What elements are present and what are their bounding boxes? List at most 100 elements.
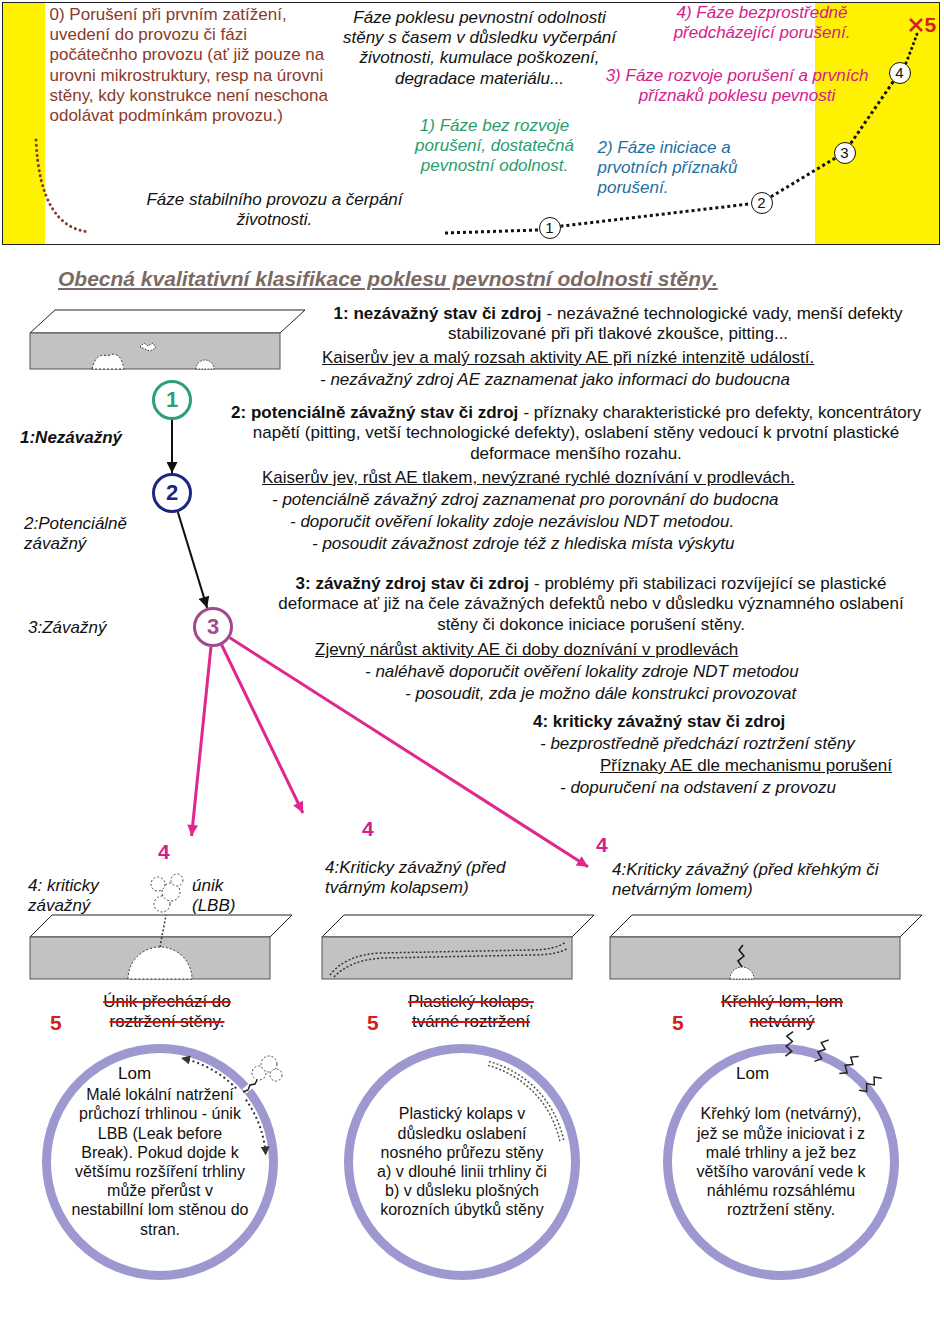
text-slot: Křehký lom (netvárný), jež se může inici… xyxy=(691,1104,871,1219)
connector xyxy=(192,647,211,836)
text-slot: 1 xyxy=(545,219,553,237)
description-text: Zjevný nárůst aktivity AE či doby doznív… xyxy=(315,640,738,659)
crossed-outcome: Křehký lom, lom netvárný xyxy=(712,992,852,1033)
node-text: 4: kriticky závažný xyxy=(28,876,140,917)
callout-number: 5 xyxy=(50,1011,62,1034)
wall-plate-brittle xyxy=(738,945,744,967)
phase-circle: 1 xyxy=(539,217,561,239)
wall-plate-leak xyxy=(160,915,166,947)
description-text: 3: závažný zdroj stav či zdroj- problémy… xyxy=(258,574,924,635)
circle-number: 2 xyxy=(166,480,178,506)
class-heading: 3: závažný zdroj stav či zdroj xyxy=(296,574,529,593)
node-text: 4:Kriticky závažný (před křehkým či netv… xyxy=(612,860,930,901)
phase-band xyxy=(2,2,45,245)
node-text: 4 xyxy=(362,816,382,841)
phase-circle: 4 xyxy=(889,62,911,84)
wall-plate-leak xyxy=(171,874,183,886)
text-slot: 4) Fáze bezprostředně předcházející poru… xyxy=(655,3,870,44)
ring-text: Křehký lom (netvárný), jež se může inici… xyxy=(691,1104,871,1219)
ring-text: Malé lokální natržení průchozí trhlinou … xyxy=(70,1085,250,1239)
text-slot: 4 xyxy=(895,64,903,82)
description-text: Příznaky AE dle mechanismu porušení xyxy=(600,756,892,775)
description-text: - potenciálně závažný zdroj zaznamenat p… xyxy=(272,490,779,509)
description-text: - potenciálně závažný zdroj zaznamenat p… xyxy=(272,490,922,510)
description-text: Kaiserův jev a malý rozsah aktivity AE p… xyxy=(322,348,814,367)
leak-crack xyxy=(182,1058,236,1088)
text-slot: 4 xyxy=(158,839,178,864)
node-text: 4:Kriticky závažný (před tvárným kolapse… xyxy=(325,858,540,899)
description-text: - dopuručení na odstavení z provozu xyxy=(560,778,836,797)
text-slot: Malé lokální natržení průchozí trhlinou … xyxy=(70,1085,250,1239)
collapse-crack xyxy=(488,1065,560,1141)
description-text: - doporučit ověření lokality zdoje nezáv… xyxy=(290,512,924,532)
description-text: - posoudit, zda je možno dále konstrukci… xyxy=(405,684,796,703)
connector xyxy=(178,512,207,608)
connector xyxy=(171,420,173,473)
description-text: - bezprostředně předchází roztržení stěn… xyxy=(540,734,925,754)
failure-cross xyxy=(910,19,922,31)
failure-mode: 4 4:Kriticky závažný (před tvárným kolaps… xyxy=(300,813,600,985)
text-slot: 2 xyxy=(757,194,765,212)
ring-outline xyxy=(663,1044,899,1280)
title: Obecná kvalitativní klasifikace poklesu … xyxy=(58,267,718,290)
text-slot: 3 xyxy=(840,144,848,162)
description-text: - posoudit, zda je možno dále konstrukci… xyxy=(405,684,925,704)
class-circle: 2 xyxy=(152,473,192,513)
node-text: 4) Fáze bezprostředně předcházející poru… xyxy=(655,3,870,44)
failure-ring: Plastický kolaps v důsledku oslabení nos… xyxy=(344,1044,580,1280)
callout-number: 5 xyxy=(50,1010,70,1035)
callout-number: 5 xyxy=(367,1011,379,1034)
wall-plate-leak xyxy=(30,915,292,937)
node-text: 4 xyxy=(158,839,178,864)
crossed-outcome: Únik přechází do roztržení stěny. xyxy=(103,992,231,1031)
class-label: 1:Nezávažný xyxy=(20,428,122,447)
class-heading: 2: potenciálně závažný stav či zdroj xyxy=(231,403,518,422)
description-text: Zjevný nárůst aktivity AE či doby doznív… xyxy=(315,640,925,660)
wall-ring xyxy=(349,1049,576,1276)
wall-plate-collapse xyxy=(322,915,594,979)
description-text: 4: kriticky závažný stav či zdroj xyxy=(533,712,785,731)
phase-circle: 2 xyxy=(751,192,773,214)
wall-plate-brittle xyxy=(610,915,922,937)
callout-number: 5 xyxy=(672,1011,684,1034)
leak-crack xyxy=(244,1081,256,1091)
wall-plate-collapse xyxy=(322,915,594,937)
ring-outline xyxy=(344,1044,580,1280)
wall-plate xyxy=(30,333,280,369)
node-text: 1) Fáze bez rozvoje porušení, dostatečná… xyxy=(390,116,600,177)
class-label: 1:Nezávažný xyxy=(20,428,160,448)
node-text: 4 xyxy=(596,832,616,857)
description-text: 1: nezávažný stav či zdroj- nezávažné te… xyxy=(312,304,924,345)
leak-crack xyxy=(246,1100,266,1155)
text-slot: 3 xyxy=(207,614,219,640)
description-text: - nezávažný zdroj AE zaznamenat jako inf… xyxy=(320,370,790,389)
connector xyxy=(771,158,835,197)
brittle-crack xyxy=(785,1032,793,1057)
crossed-outcome: Únik přechází do roztržení stěny. xyxy=(92,992,242,1033)
text-slot: 2) Fáze iniciace a prvotních příznaků po… xyxy=(598,138,763,199)
fracture-label: Lom xyxy=(118,1064,151,1083)
ring-outline xyxy=(42,1044,278,1280)
class-label: 3:Závažný xyxy=(28,618,106,637)
wall-ring xyxy=(47,1049,274,1276)
description-text: Kaiserův jev a malý rozsah aktivity AE p… xyxy=(322,348,922,368)
connector xyxy=(222,645,303,813)
failure-ring: Malé lokální natržení průchozí trhlinou … xyxy=(42,1044,278,1280)
circle-number: 1 xyxy=(545,219,553,237)
text-slot: 4:Kriticky závažný (před tvárným kolapse… xyxy=(325,858,540,899)
class-label: 3:Závažný xyxy=(28,618,138,638)
circle-number: 3 xyxy=(840,144,848,162)
circle-number: 2 xyxy=(757,194,765,212)
collapse-crack xyxy=(489,1062,564,1141)
failure-mode: 4 4:Kriticky závažný (před křehkým či net… xyxy=(588,828,933,985)
circle-number: 3 xyxy=(207,614,219,640)
wall-plate-brittle xyxy=(730,967,754,979)
failure-ring: Křehký lom (netvárný), jež se může inici… xyxy=(663,1044,899,1280)
text-slot: Fáze stabilního provozu a čerpání životn… xyxy=(120,190,430,231)
node-text: 0) Porušení při prvním zatížení, uvedení… xyxy=(50,5,340,127)
leak-crack xyxy=(270,1069,282,1081)
text-slot: 4:Kriticky závažný (před křehkým či netv… xyxy=(612,860,930,901)
circle-number: 1 xyxy=(166,387,178,413)
fracture-label: Lom xyxy=(736,1064,769,1083)
wall-plate-leak xyxy=(151,877,165,891)
